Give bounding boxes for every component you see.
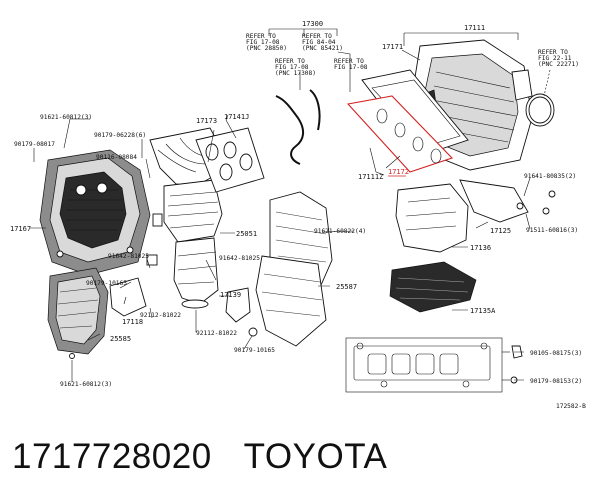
svg-text:FIG 22-11: FIG 22-11 — [538, 55, 572, 62]
callout-17167: 17167 — [10, 225, 31, 233]
ref-note-2: REFER TO FIG 84-04 (PNC 85421) — [302, 33, 343, 52]
lower-heat-shield — [47, 267, 109, 359]
intake-stay — [459, 179, 556, 223]
callout-17118: 17118 — [122, 318, 143, 326]
vacuum-hose — [275, 89, 321, 165]
svg-text:(PNC 85421): (PNC 85421) — [302, 45, 343, 52]
callout-90105-08175: 90105-08175(3) — [530, 350, 582, 357]
callout-17111z: 17111Z — [358, 173, 383, 181]
upper-heat-shield — [39, 149, 151, 276]
callout-91621-60822: 91621-60822(4) — [314, 228, 366, 235]
svg-text:REFER TO: REFER TO — [246, 33, 276, 40]
svg-text:REFER TO: REFER TO — [275, 58, 305, 65]
callout-91621-60812-top: 91621-60812(3) — [40, 114, 92, 121]
heat-insulator-25587 — [255, 191, 333, 347]
callout-91511-60816: 91511-60816(3) — [526, 227, 578, 234]
svg-text:(PNC 28850): (PNC 28850) — [246, 45, 287, 52]
svg-text:FIG 17-08: FIG 17-08 — [334, 64, 368, 71]
callout-17136: 17136 — [470, 244, 491, 252]
callout-17172-highlighted[interactable]: 17172 — [388, 168, 409, 176]
ref-note-3: REFER TO FIG 17-08 (PNC 17308) — [275, 58, 316, 77]
svg-text:REFER TO: REFER TO — [334, 58, 364, 65]
callout-90179-08153: 90179-08153(2) — [530, 378, 582, 385]
svg-text:(PNC 17308): (PNC 17308) — [275, 70, 316, 77]
ref-note-1: REFER TO FIG 17-08 (PNC 28850) — [246, 33, 287, 52]
exhaust-manifold-gasket — [195, 127, 265, 193]
callout-17135a: 17135A — [470, 307, 496, 315]
svg-text:REFER TO: REFER TO — [538, 49, 568, 56]
callout-17125: 17125 — [490, 227, 511, 235]
callout-90116-08084: 90116-08084 — [96, 154, 137, 161]
brand-name: TOYOTA — [243, 437, 388, 476]
callout-90179-06228: 90179-06228(6) — [94, 132, 146, 139]
part-caption: 1717728020 TOYOTA — [12, 432, 387, 482]
svg-text:REFER TO: REFER TO — [302, 33, 332, 40]
intake-gaskets — [346, 69, 469, 173]
manifold-stay — [109, 277, 258, 337]
callout-25585: 25585 — [110, 335, 131, 343]
diagram-id: 172582-B — [556, 403, 586, 410]
callout-17173: 17173 — [196, 117, 217, 125]
callout-90179-10165-left: 90179-10165 — [86, 280, 127, 287]
part-1717728020-gasket — [346, 95, 454, 173]
gasket-detail-box — [345, 337, 523, 393]
ref-note-4: REFER TO FIG 17-08 — [334, 58, 368, 71]
callout-17111: 17111 — [464, 24, 485, 32]
callout-90179-10165-right: 90179-10165 — [234, 347, 275, 354]
callout-17141j: 17141J — [224, 113, 249, 121]
callout-17300: 17300 — [302, 20, 323, 28]
callout-92112-81022-b: 92112-81022 — [196, 330, 237, 337]
callout-91621-60812-bottom: 91621-60812(3) — [60, 381, 112, 388]
callout-25587: 25587 — [336, 283, 357, 291]
callout-90179-08017: 90179-08017 — [14, 141, 55, 148]
callout-91642-81025-left: 91642-81025 — [108, 253, 149, 260]
callout-17139: 17139 — [220, 291, 241, 299]
insulator-17135a — [389, 261, 477, 313]
callout-91641-80835: 91641-80835(2) — [524, 173, 576, 180]
ref-note-5: REFER TO FIG 22-11 (PNC 22271) — [538, 49, 579, 68]
svg-text:FIG 17-08: FIG 17-08 — [275, 64, 309, 71]
callout-91642-81025-right: 91642-81025 — [219, 255, 260, 262]
parts-diagram: 17300 17111 17171 REFER TO FIG 17-08 (PN… — [10, 20, 586, 410]
svg-text:(PNC 22271): (PNC 22271) — [538, 61, 579, 68]
callout-17171: 17171 — [382, 43, 403, 51]
svg-text:FIG 84-04: FIG 84-04 — [302, 39, 336, 46]
insulator-17136 — [395, 183, 469, 253]
callout-92112-81022-a: 92112-81022 — [140, 312, 181, 319]
part-number: 1717728020 — [12, 437, 212, 476]
callout-25051: 25051 — [236, 230, 257, 238]
leader-lines — [30, 28, 551, 382]
svg-text:FIG 17-08: FIG 17-08 — [246, 39, 280, 46]
stud-17141j — [225, 119, 237, 139]
